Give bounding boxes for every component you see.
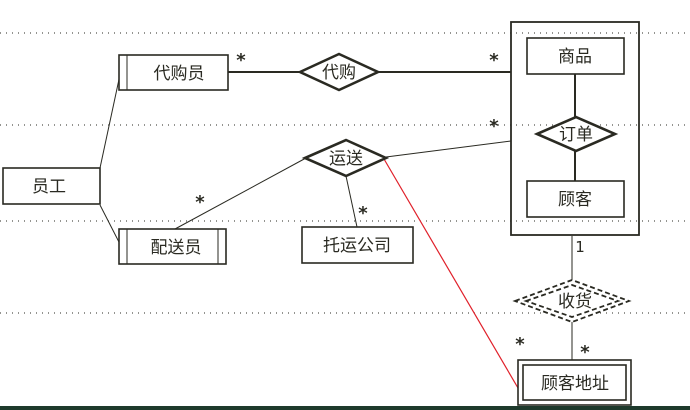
line-employee-delivery bbox=[99, 204, 122, 247]
entity-delivery-person[interactable]: 配送员 bbox=[118, 228, 227, 265]
relationship-receive-label: 收货 bbox=[558, 292, 592, 312]
line-ship-group bbox=[385, 140, 512, 158]
order-aggregation-box bbox=[510, 21, 640, 236]
entity-purchasing-agent[interactable]: 代购员 bbox=[118, 54, 229, 91]
entity-customer-address-label: 顾客地址 bbox=[541, 374, 609, 394]
relationship-delivery-label: 运送 bbox=[329, 149, 363, 169]
line-delivery-ship bbox=[174, 157, 307, 230]
mult-receive-address: * bbox=[580, 342, 590, 363]
mult-ship-address: * bbox=[515, 334, 525, 355]
relationship-receive[interactable]: 收货 bbox=[512, 279, 632, 323]
mult-purchase-group: * bbox=[489, 50, 499, 71]
entity-customer-label: 顾客 bbox=[558, 190, 592, 210]
mult-ship-group: * bbox=[489, 116, 499, 137]
line-ship-company bbox=[345, 175, 358, 228]
entity-delivery-person-label: 配送员 bbox=[151, 238, 202, 258]
relationship-order[interactable]: 订单 bbox=[533, 115, 619, 153]
line-employee-agent bbox=[99, 69, 122, 169]
bottom-border-bar bbox=[0, 406, 690, 410]
multiplicity-markers: * * * * * * * 1 bbox=[195, 50, 590, 363]
page-guides bbox=[0, 32, 690, 314]
entity-shipping-company-label: 托运公司 bbox=[323, 236, 391, 256]
relationship-purchase[interactable]: 代购 bbox=[296, 52, 382, 92]
entity-product-label: 商品 bbox=[558, 47, 592, 67]
relationship-order-label: 订单 bbox=[559, 125, 593, 145]
entity-employee-label: 员工 bbox=[32, 177, 66, 197]
entity-purchasing-agent-label: 代购员 bbox=[154, 64, 205, 84]
entity-customer-address[interactable]: 顾客地址 bbox=[517, 359, 632, 406]
relationship-delivery[interactable]: 运送 bbox=[301, 138, 390, 178]
entity-shipping-company[interactable]: 托运公司 bbox=[301, 226, 414, 264]
connector-lines bbox=[99, 69, 576, 389]
entity-customer[interactable]: 顾客 bbox=[526, 180, 625, 218]
mult-group-receive: 1 bbox=[575, 238, 585, 256]
mult-delivery-ship: * bbox=[195, 192, 205, 213]
mult-ship-company: * bbox=[358, 203, 368, 224]
entity-employee[interactable]: 员工 bbox=[2, 167, 101, 205]
line-ship-address bbox=[383, 158, 519, 389]
mult-agent-purchase: * bbox=[236, 50, 246, 71]
entity-product[interactable]: 商品 bbox=[526, 37, 625, 75]
relationship-purchase-label: 代购 bbox=[322, 63, 356, 83]
